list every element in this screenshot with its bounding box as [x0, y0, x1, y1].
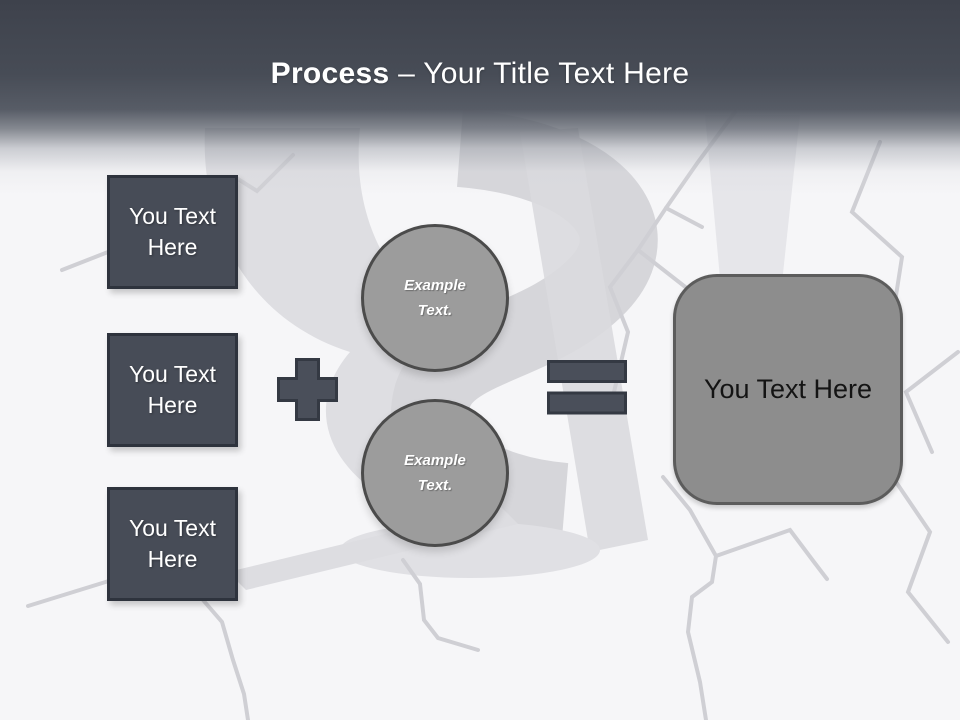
dollar-vertical-bar-shape — [520, 128, 648, 552]
box-3-label: You Text Here — [129, 514, 216, 572]
title-subtitle: – Your Title Text Here — [389, 57, 690, 90]
box-1-label: You Text Here — [129, 202, 216, 260]
page-title[interactable]: Process – Your Title Text Here — [0, 57, 960, 90]
result-label: You Text Here — [703, 374, 873, 404]
title-keyword: Process — [270, 57, 390, 90]
circle-2-line-1: Example — [404, 452, 466, 469]
result-box[interactable]: You Text Here — [673, 274, 903, 505]
equals-icon — [547, 360, 627, 415]
text-placeholder-box-1[interactable]: You Text Here — [107, 175, 238, 289]
example-circle-2[interactable]: Example Text. — [361, 399, 509, 547]
circle-2-line-2: Text. — [417, 477, 453, 494]
plus-icon — [277, 358, 338, 421]
header-band — [0, 0, 960, 195]
text-placeholder-box-3[interactable]: You Text Here — [107, 487, 238, 601]
text-placeholder-box-2[interactable]: You Text Here — [107, 333, 238, 447]
example-circle-1[interactable]: Example Text. — [361, 224, 509, 372]
box-2-label: You Text Here — [129, 360, 216, 418]
circle-1-line-2: Text. — [417, 302, 453, 319]
circle-1-line-1: Example — [404, 277, 466, 294]
